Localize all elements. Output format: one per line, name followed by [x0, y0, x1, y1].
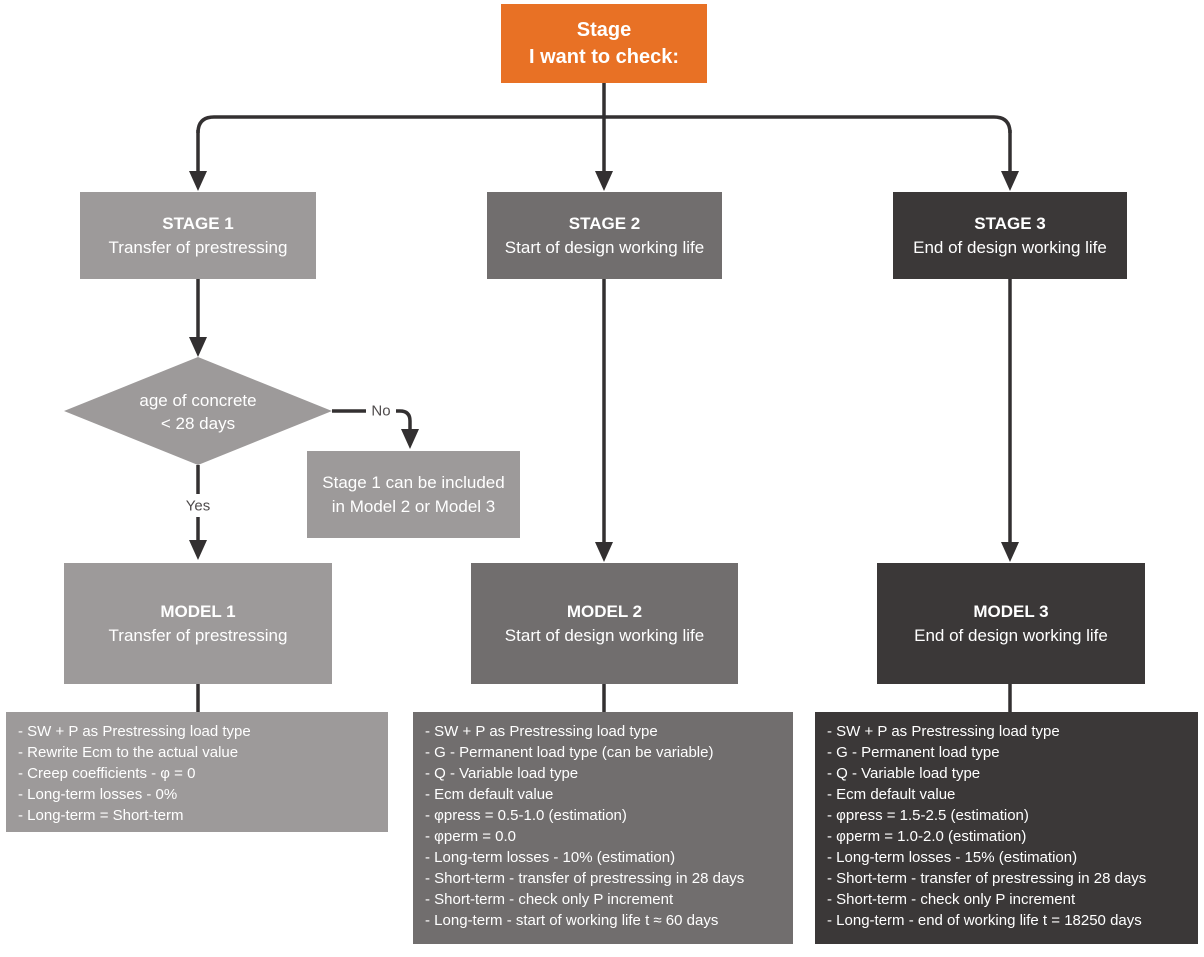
decision-label: age of concrete < 28 days — [78, 383, 318, 441]
detail-line: - Short-term - check only P increment — [425, 891, 674, 908]
detail-line: - Short-term - transfer of prestressing … — [827, 870, 1147, 887]
detail-line: - φpress = 0.5-1.0 (estimation) — [425, 807, 627, 824]
detail-line: - Q - Variable load type — [827, 765, 981, 782]
model-2-node: MODEL 2 Start of design working life — [471, 563, 738, 684]
no-result-line1: Stage 1 can be included — [322, 472, 505, 492]
model-1-title: MODEL 1 — [160, 601, 236, 621]
detail-line: - G - Permanent load type (can be variab… — [425, 744, 714, 761]
detail-line: - Q - Variable load type — [425, 765, 579, 782]
detail-line: - SW + P as Prestressing load type — [827, 723, 1060, 740]
model-3-node: MODEL 3 End of design working life — [877, 563, 1145, 684]
stage-3-node: STAGE 3 End of design working life — [893, 192, 1127, 279]
model-2-subtitle: Start of design working life — [504, 625, 705, 645]
arrowhead-model2 — [595, 542, 613, 562]
model-1-subtitle: Transfer of prestressing — [108, 625, 288, 645]
start-node-line1: Stage — [576, 18, 632, 41]
detail-line: - SW + P as Prestressing load type — [18, 723, 251, 740]
stage-2-title: STAGE 2 — [568, 213, 641, 233]
arrowhead-model3 — [1001, 542, 1019, 562]
arrowhead-no-result — [401, 429, 419, 449]
arrowhead-decision — [189, 337, 207, 357]
model-1-node: MODEL 1 Transfer of prestressing — [64, 563, 332, 684]
detail-line: - Long-term losses - 15% (estimation) — [827, 849, 1078, 866]
detail-line: - Long-term losses - 10% (estimation) — [425, 849, 676, 866]
detail-line: - Short-term - transfer of prestressing … — [425, 870, 745, 887]
detail-line: - Long-term losses - 0% — [18, 786, 178, 803]
stage-1-title: STAGE 1 — [162, 213, 234, 233]
detail-line: - G - Permanent load type — [827, 744, 1000, 761]
detail-line: - Long-term = Short-term — [18, 807, 184, 824]
arrowhead-stage3 — [1001, 171, 1019, 191]
detail-line: - φpress = 1.5-2.5 (estimation) — [827, 807, 1029, 824]
model-2-title: MODEL 2 — [566, 601, 643, 621]
detail-line: - Rewrite Ecm to the actual value — [18, 744, 239, 761]
start-node-line2: I want to check: — [528, 45, 680, 68]
model-2-details: - SW + P as Prestressing load type - G - … — [413, 712, 793, 944]
stage-1-node: STAGE 1 Transfer of prestressing — [80, 192, 316, 279]
stage-2-node: STAGE 2 Start of design working life — [487, 192, 722, 279]
connector-no-right — [396, 409, 412, 430]
decision-label-line1: age of concrete — [139, 391, 257, 410]
stage-3-subtitle: End of design working life — [913, 237, 1107, 257]
no-result-node: Stage 1 can be included in Model 2 or Mo… — [307, 451, 520, 538]
start-node: Stage I want to check: — [501, 4, 707, 83]
detail-line: - Long-term - start of working life t ≈ … — [425, 912, 719, 929]
detail-line: - Short-term - check only P increment — [827, 891, 1076, 908]
detail-line: - SW + P as Prestressing load type — [425, 723, 658, 740]
model-3-title: MODEL 3 — [973, 601, 1049, 621]
detail-line: - Ecm default value — [425, 786, 554, 803]
stage-3-title: STAGE 3 — [974, 213, 1046, 233]
detail-line: - Creep coefficients - φ = 0 — [18, 765, 196, 782]
detail-line: - Ecm default value — [827, 786, 956, 803]
model-3-details: - SW + P as Prestressing load type - G - … — [815, 712, 1198, 944]
stage-1-subtitle: Transfer of prestressing — [108, 237, 288, 257]
decision-label-line2: < 28 days — [160, 414, 236, 433]
arrowhead-stage1 — [189, 171, 207, 191]
connector-branch-bar — [196, 115, 1012, 134]
yes-label: Yes — [182, 497, 214, 515]
no-label: No — [368, 402, 394, 420]
arrowhead-stage2 — [595, 171, 613, 191]
detail-line: - φperm = 0.0 — [425, 828, 517, 845]
stage-2-subtitle: Start of design working life — [504, 237, 705, 257]
detail-line: - φperm = 1.0-2.0 (estimation) — [827, 828, 1027, 845]
detail-line: - Long-term - end of working life t = 18… — [827, 912, 1142, 929]
model-3-subtitle: End of design working life — [914, 625, 1108, 645]
arrowhead-model1 — [189, 540, 207, 560]
model-1-details: - SW + P as Prestressing load type - Rewr… — [6, 712, 388, 832]
no-result-line2: in Model 2 or Model 3 — [331, 496, 496, 516]
